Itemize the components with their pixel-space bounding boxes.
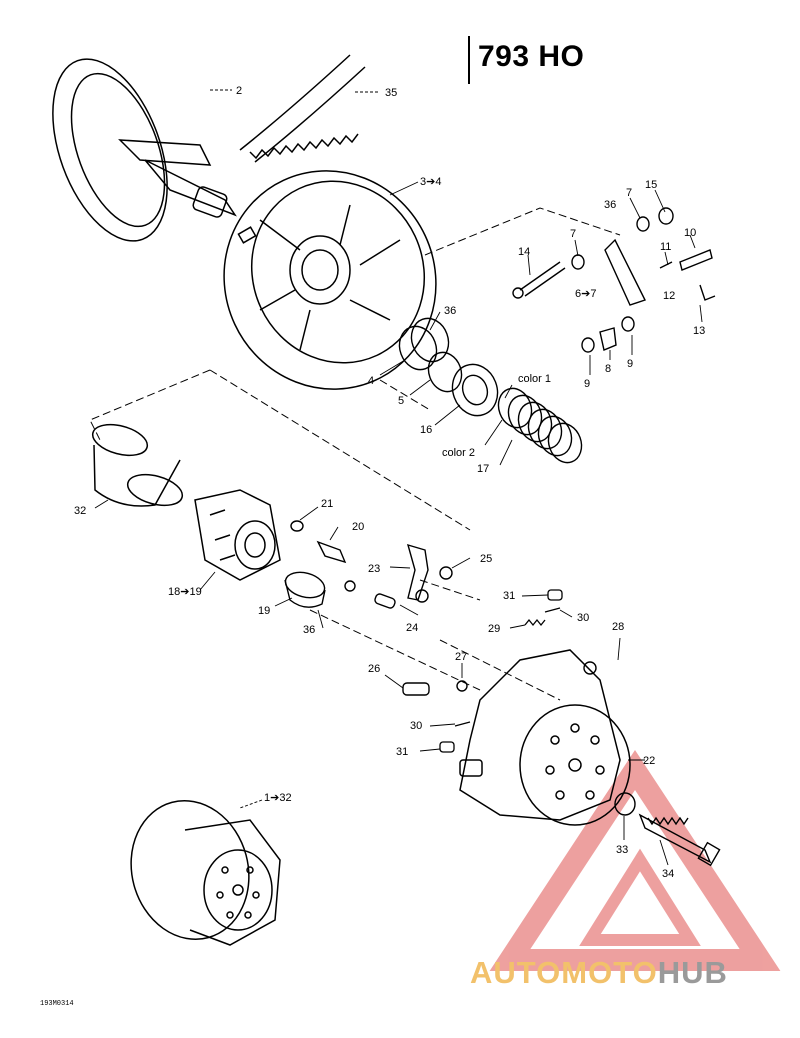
bushing-rings: [398, 317, 499, 417]
callout-14: 14: [518, 246, 530, 258]
callout-8: 8: [605, 363, 611, 375]
callout-6-7: 6➔7: [575, 288, 596, 300]
callout-7: 7: [626, 187, 632, 199]
callout-21: 21: [321, 498, 333, 510]
callout-29: 29: [488, 623, 500, 635]
callout-31b: 31: [396, 746, 408, 758]
drive-belt: [239, 54, 366, 163]
callout-labels: 2 35 3➔4 15 7 36 10 11 14 7 6➔7 12 13 36…: [74, 85, 705, 880]
title-divider: [468, 36, 470, 84]
callout-2: 2: [236, 85, 242, 97]
callout-12: 12: [663, 290, 675, 302]
bolts-washers: [402, 661, 597, 696]
callout-color-1: color 1: [518, 373, 551, 385]
callout-16: 16: [420, 424, 432, 436]
callout-26: 26: [368, 663, 380, 675]
roller-lever: [344, 543, 453, 609]
governor-cup: [459, 649, 631, 826]
diagram-code: 193M0314: [40, 1000, 74, 1008]
diagram-title: 793 HO: [478, 40, 585, 73]
callout-32: 32: [74, 505, 86, 517]
callout-28: 28: [612, 621, 624, 633]
callout-7b: 7: [570, 228, 576, 240]
bolt-and-washer: [614, 792, 721, 867]
callout-15: 15: [645, 179, 657, 191]
movable-sheave: [223, 170, 437, 390]
callout-11: 11: [660, 241, 671, 253]
callout-10: 10: [684, 227, 696, 239]
callout-31: 31: [503, 590, 515, 602]
watermark-triangle-icon: [489, 749, 781, 971]
callout-22: 22: [643, 755, 655, 767]
spring: [497, 387, 583, 464]
callout-17: 17: [477, 463, 489, 475]
callout-36c: 36: [303, 624, 315, 636]
callout-23: 23: [368, 563, 380, 575]
callout-18-19: 18➔19: [168, 586, 202, 598]
callout-36b: 36: [444, 305, 456, 317]
callout-34: 34: [662, 868, 674, 880]
callout-24: 24: [406, 622, 418, 634]
callout-13: 13: [693, 325, 705, 337]
watermark-logo: AUTOMOTOHUB: [470, 955, 728, 991]
callout-27: 27: [455, 651, 467, 663]
callout-9: 9: [584, 378, 590, 390]
callout-color-2: color 2: [442, 447, 475, 459]
leader-lines: [94, 89, 703, 866]
fixed-sheave: [52, 58, 237, 242]
watermark-part1: AUTOMOTO: [470, 955, 658, 990]
callout-20: 20: [352, 521, 364, 533]
callout-4: 4: [368, 375, 374, 387]
watermark-part2: HUB: [657, 955, 728, 990]
pins-and-bushings: [284, 520, 347, 608]
callout-35: 35: [385, 87, 397, 99]
spider-assembly: [194, 489, 281, 581]
bushing-cylinder: [91, 423, 184, 507]
callout-30b: 30: [410, 720, 422, 732]
assembled-clutch: [130, 799, 281, 946]
callout-1-32: 1➔32: [264, 792, 292, 804]
assembly-dash-lines: [89, 207, 621, 701]
small-spring-pins: [439, 589, 563, 753]
callout-25: 25: [480, 553, 492, 565]
callout-36: 36: [604, 199, 616, 211]
callout-9b: 9: [627, 358, 633, 370]
callout-19: 19: [258, 605, 270, 617]
callout-30: 30: [577, 612, 589, 624]
callout-5: 5: [398, 395, 404, 407]
lever-assembly: [512, 207, 716, 353]
callout-33: 33: [616, 844, 628, 856]
callout-3-4: 3➔4: [420, 176, 441, 188]
